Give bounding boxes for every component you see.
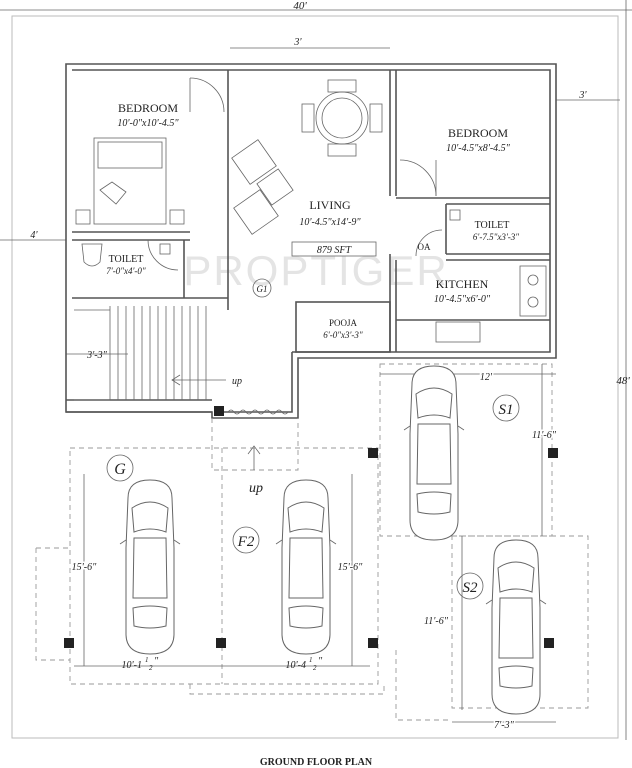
pooja-name: POOJA <box>329 318 358 328</box>
kitchen-counter-icon <box>435 265 547 343</box>
kitchen-size: 10'-4.5"x6'-0" <box>434 294 491 305</box>
toilet1-size: 7'-0"x4'-0" <box>106 266 146 276</box>
parking-outlines <box>35 363 589 721</box>
g1-marker <box>252 278 272 298</box>
stair-up-label: up <box>232 376 242 387</box>
s1-tag: S1 <box>499 402 514 418</box>
s2-width-dim: 7'-3" <box>494 720 514 731</box>
f2-tag: F2 <box>237 534 255 550</box>
f2-length-dim: 15'-6" <box>338 562 363 573</box>
left-offset-dim: 4' <box>30 230 38 241</box>
bedroom2-name: BEDROOM <box>448 126 508 140</box>
s2-length-dim: 11'-6" <box>424 616 449 627</box>
bedroom1-name: BEDROOM <box>118 101 178 115</box>
s1-tag-circle <box>492 394 520 422</box>
g-width-frac-num: 1 <box>145 656 149 664</box>
bedroom2-size: 10'-4.5"x8'-4.5" <box>446 143 511 154</box>
oa-label: OA <box>418 242 431 252</box>
s1-length-dim: 11'-6" <box>532 430 557 441</box>
living-size: 10'-4.5"x14'-9" <box>299 217 361 228</box>
s2-tag-circle <box>456 572 484 600</box>
doors <box>147 77 443 271</box>
plot-boundary <box>11 15 619 739</box>
g-tag: G <box>114 461 126 478</box>
g1-label: G1 <box>257 284 268 294</box>
g-length-dim: 15'-6" <box>72 562 97 573</box>
bedroom1-size: 10'-0"x10'-4.5" <box>117 118 179 129</box>
car-f2-icon <box>275 479 337 655</box>
wall-fixtures <box>159 209 461 255</box>
wc-icon <box>81 243 103 267</box>
toilet2-size: 6'-7.5"x3'-3" <box>473 232 519 242</box>
kitchen-name: KITCHEN <box>436 277 489 291</box>
f2-width-suffix: " <box>318 656 323 667</box>
staircase <box>74 306 289 415</box>
bed-icon <box>75 137 185 225</box>
columns <box>64 406 558 648</box>
plan-title: GROUND FLOOR PLAN <box>260 757 373 768</box>
car-s1-icon <box>403 365 465 541</box>
sofa-icon <box>231 139 294 235</box>
area-label: 879 SFT <box>317 245 353 256</box>
entry-up-label: up <box>249 481 263 496</box>
area-box <box>291 241 377 257</box>
f2-width-frac-num: 1 <box>309 656 313 664</box>
living-name: LIVING <box>309 198 351 212</box>
interior-walls <box>72 70 550 353</box>
stair-width-dim: 3'-3" <box>86 350 107 361</box>
f2-width-frac-den: 2 <box>313 664 317 672</box>
toilet2-name: TOILET <box>475 220 510 231</box>
g-width-dim: 10'-1 <box>122 660 142 671</box>
s1-width-dim: 12' <box>480 372 493 383</box>
overall-depth-dim: 48' <box>616 375 630 387</box>
top-offset-dim: 3' <box>293 37 302 48</box>
car-s2-icon <box>485 539 547 715</box>
pooja-size: 6'-0"x3'-3" <box>323 330 363 340</box>
car-g-icon <box>119 479 181 655</box>
entry-up-arrow-icon <box>247 445 261 470</box>
s2-tag: S2 <box>463 580 479 596</box>
toilet1-name: TOILET <box>109 254 144 265</box>
g-tag-circle <box>106 454 134 482</box>
f2-width-dim: 10'-4 <box>286 660 306 671</box>
dining-table-icon <box>301 79 383 157</box>
right-offset-dim: 3' <box>578 90 587 101</box>
g-width-suffix: " <box>154 656 159 667</box>
overall-width-dim: 40' <box>293 0 307 12</box>
g-width-frac-den: 2 <box>149 664 153 672</box>
f2-tag-circle <box>232 526 260 554</box>
